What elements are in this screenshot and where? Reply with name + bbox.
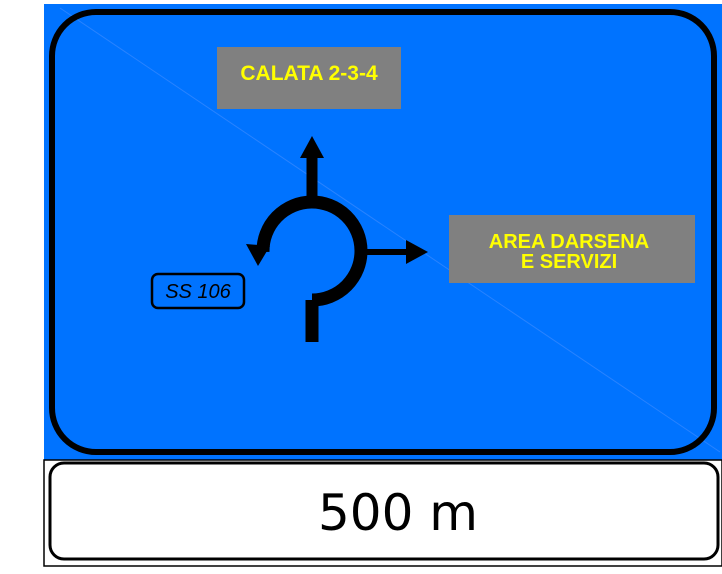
destination-right: AREA DARSENA E SERVIZI	[449, 215, 695, 283]
road-shield-label: SS 106	[165, 281, 231, 303]
destination-right-line-2: E SERVIZI	[521, 251, 617, 273]
distance-plate-frame	[48, 461, 720, 561]
arrow-up-icon	[300, 136, 324, 158]
sign-border-frame	[49, 9, 717, 455]
roundabout-ring	[256, 195, 368, 307]
destination-straight-plate	[217, 47, 401, 109]
road-shield-border	[150, 272, 246, 310]
arrow-left-down-icon	[246, 244, 270, 266]
destination-right-line-1: AREA DARSENA	[489, 231, 649, 253]
distance-label: 500 m	[318, 484, 478, 542]
roundabout-diagram-icon	[255, 158, 408, 342]
destination-straight: CALATA 2-3-4	[217, 47, 401, 109]
road-shield: SS 106	[150, 272, 246, 310]
destination-straight-line-1: CALATA 2-3-4	[240, 62, 378, 85]
arrow-right-icon	[406, 240, 428, 264]
destination-right-plate	[449, 215, 695, 283]
panel-seam-line	[59, 7, 721, 453]
